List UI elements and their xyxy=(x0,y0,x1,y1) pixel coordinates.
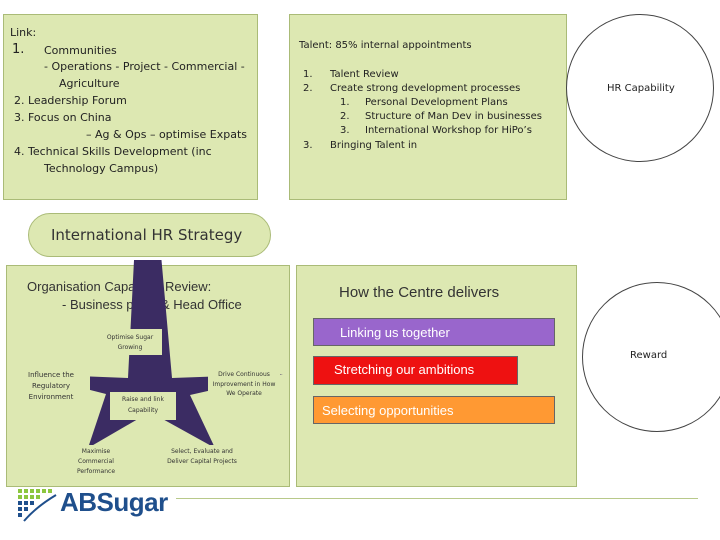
talent-sub3-number: 3. xyxy=(340,125,350,136)
star-top-box xyxy=(96,329,162,355)
strategy-title: International HR Strategy xyxy=(51,226,243,244)
reward-circle xyxy=(582,282,720,432)
talent-item2-number: 2. xyxy=(303,83,313,94)
link-item1-title: Communities xyxy=(44,44,117,57)
bar-stretching xyxy=(313,356,518,385)
star-left-label: Influence the Regulatory Environment xyxy=(28,371,74,402)
talent-item3-number: 3. xyxy=(303,140,313,151)
link-item1-line3: Agriculture xyxy=(59,77,120,90)
talent-item2: Create strong development processes xyxy=(330,83,521,94)
star-center-label: Raise and link Capability xyxy=(122,396,164,414)
logo-divider-line xyxy=(176,498,698,499)
talent-item1: Talent Review xyxy=(330,69,399,80)
hr-capability-label: HR Capability xyxy=(607,83,675,94)
star-top-label: Optimise Sugar Growing xyxy=(106,334,154,351)
link-heading: Link: xyxy=(10,26,37,39)
bar-stretching-label: Stretching our ambitions xyxy=(334,362,475,377)
star-bottom-right-label: Select, Evaluate and Deliver Capital Pro… xyxy=(167,448,237,466)
talent-sub1-number: 1. xyxy=(340,97,350,108)
link-item1-line2: - Operations - Project - Commercial - xyxy=(44,60,245,73)
strategy-oval xyxy=(28,213,271,257)
talent-heading: Talent: 85% internal appointments xyxy=(299,40,472,51)
link-item4-sub: Technology Campus) xyxy=(44,162,159,175)
link-box: Link: 1. Communities - Operations - Proj… xyxy=(3,14,258,200)
talent-sub3: International Workshop for HiPo’s xyxy=(365,125,532,136)
hr-capability-circle xyxy=(566,14,714,162)
star-bottom-left-label: Maximise Commercial Performance xyxy=(76,448,116,476)
reward-label: Reward xyxy=(630,350,668,361)
link-item4: 4. Technical Skills Development (inc xyxy=(14,145,212,158)
link-item1-number: 1. xyxy=(12,42,25,57)
star-bottom-right-box xyxy=(166,445,238,481)
talent-sub2: Structure of Man Dev in businesses xyxy=(365,111,542,122)
talent-box: Talent: 85% internal appointments 1. Tal… xyxy=(289,14,567,200)
link-item2: 2. Leadership Forum xyxy=(14,94,127,107)
talent-item3: Bringing Talent in xyxy=(330,140,418,151)
star-center-box xyxy=(110,392,176,420)
org-title: Organisation Capability Review: xyxy=(27,279,212,294)
bar-selecting xyxy=(313,396,555,424)
bar-linking-label: Linking us together xyxy=(340,325,450,340)
star-right-label: Drive Continuous Improvement in How We O… xyxy=(212,371,276,398)
bar-selecting-label: Selecting opportunities xyxy=(322,403,454,418)
link-item3-sub: – Ag & Ops – optimise Expats xyxy=(86,128,248,141)
star-bottom-left-box xyxy=(66,445,126,481)
talent-item1-number: 1. xyxy=(303,69,313,80)
bar-linking xyxy=(313,318,555,346)
absugar-logo-text: ABSugar xyxy=(60,487,168,517)
absugar-logo-mark xyxy=(18,489,57,522)
star-left-box xyxy=(18,368,90,406)
talent-sub1: Personal Development Plans xyxy=(365,97,508,108)
star-right-box xyxy=(208,368,280,406)
link-item3: 3. Focus on China xyxy=(14,111,112,124)
centre-title: How the Centre delivers xyxy=(339,284,500,301)
talent-sub2-number: 2. xyxy=(340,111,350,122)
